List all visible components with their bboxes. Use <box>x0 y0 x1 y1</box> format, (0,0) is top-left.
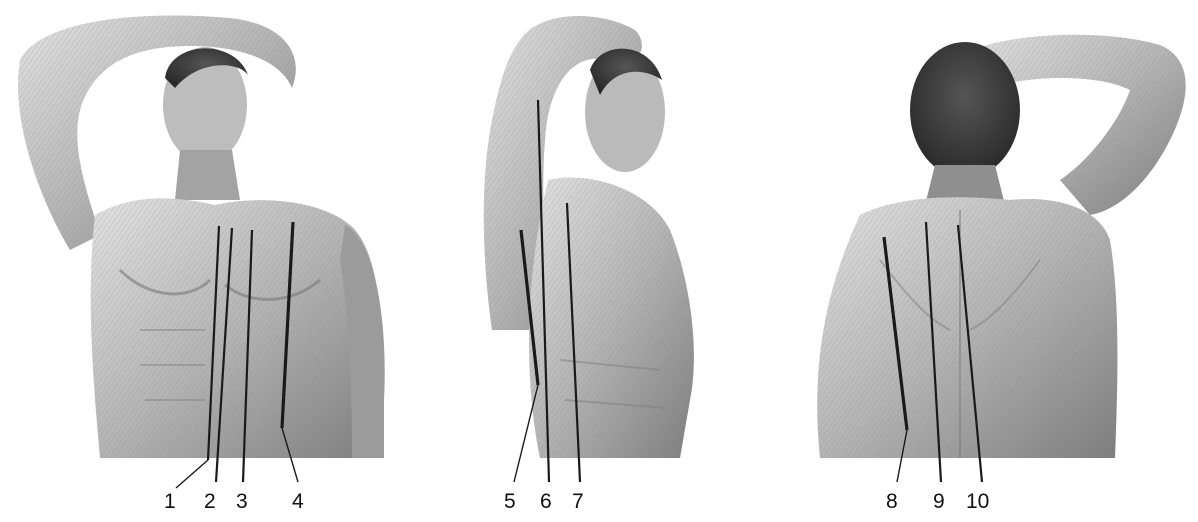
label-1: 1 <box>164 490 176 513</box>
back-view-figure <box>817 35 1185 458</box>
label-2: 2 <box>204 490 216 513</box>
label-4: 4 <box>292 490 304 513</box>
label-9: 9 <box>933 490 945 513</box>
label-8: 8 <box>886 490 898 513</box>
line-1-leader <box>176 460 208 488</box>
label-6: 6 <box>540 490 552 513</box>
label-3: 3 <box>236 490 248 513</box>
front-view-figure <box>18 15 385 458</box>
back-head <box>910 42 1020 178</box>
label-10: 10 <box>966 490 989 513</box>
label-7: 7 <box>572 490 584 513</box>
line-5-leader <box>514 385 538 482</box>
side-view-figure <box>484 16 694 458</box>
number-labels: 1 2 3 4 5 6 7 8 9 10 <box>164 490 989 513</box>
label-5: 5 <box>504 490 516 513</box>
front-neck <box>175 150 240 200</box>
